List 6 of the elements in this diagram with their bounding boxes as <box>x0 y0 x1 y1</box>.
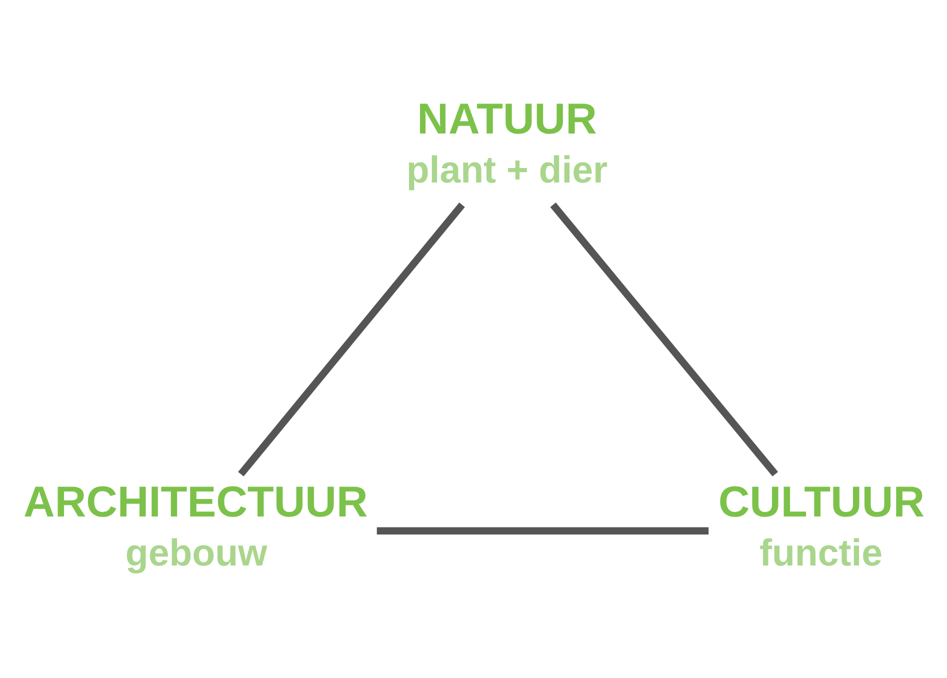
node-text: NATUUR plant + dier <box>406 95 608 190</box>
connector <box>550 202 778 476</box>
connector <box>238 202 465 476</box>
connector <box>376 526 709 534</box>
node-text: ARCHITECTUUR gebouw <box>24 478 368 573</box>
node-text: CULTUUR functie <box>718 478 925 573</box>
